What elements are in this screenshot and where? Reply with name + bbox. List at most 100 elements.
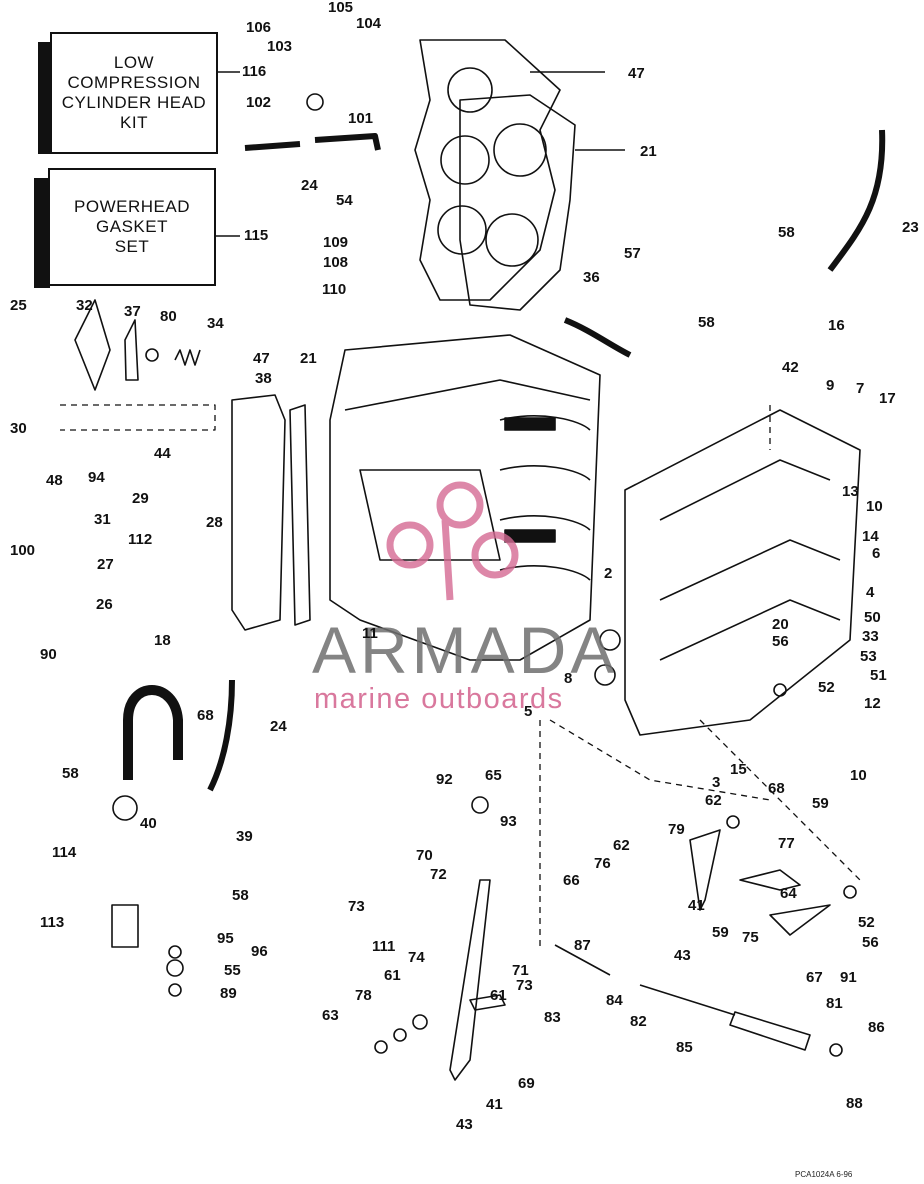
part-number-callout: 43	[456, 1116, 473, 1133]
part-number-callout: 17	[879, 390, 896, 407]
part-number-callout: 85	[676, 1039, 693, 1056]
kit-label-panel: POWERHEAD GASKET SET	[48, 168, 216, 286]
part-number-callout: 58	[778, 224, 795, 241]
part-number-callout: 4	[866, 584, 875, 601]
part-number-callout: 39	[236, 828, 253, 845]
watermark-tagline: marine outboards	[314, 683, 564, 715]
part-number-callout: 82	[630, 1013, 647, 1030]
part-number-callout: 61	[384, 967, 401, 984]
part-number-callout: 116	[242, 63, 267, 80]
part-number-callout: 58	[62, 765, 79, 782]
part-number-callout: 24	[270, 718, 287, 735]
part-number-callout: 76	[594, 855, 611, 872]
part-number-callout: 108	[323, 254, 349, 271]
part-number-callout: 84	[606, 992, 623, 1009]
part-number-callout: 63	[322, 1007, 339, 1024]
part-number-callout: 52	[818, 679, 835, 696]
part-number-callout: 14	[862, 528, 879, 545]
part-number-callout: 6	[872, 545, 881, 562]
box-shadow-side	[34, 178, 50, 288]
part-number-callout: 40	[140, 815, 157, 832]
part-number-callout: 74	[408, 949, 425, 966]
part-number-callout: 38	[255, 370, 272, 387]
part-number-callout: 56	[862, 934, 879, 951]
part-number-callout: 92	[436, 771, 453, 788]
part-number-callout: 30	[10, 420, 27, 437]
part-number-callout: 11	[362, 625, 378, 642]
part-number-callout: 10	[866, 498, 883, 515]
tower-shaft	[729, 1011, 811, 1051]
part-number-callout: 32	[76, 297, 93, 314]
part-number-callout: 61	[490, 987, 507, 1004]
part-number-callout: 110	[322, 281, 347, 298]
side-cover	[231, 394, 286, 631]
part-number-callout: 96	[251, 943, 268, 960]
part-number-callout: 58	[232, 887, 249, 904]
part-number-callout: 93	[500, 813, 517, 830]
part-number-callout: 68	[768, 780, 785, 797]
part-number-callout: 28	[206, 514, 223, 531]
part-number-callout: 48	[46, 472, 63, 489]
part-number-callout: 18	[154, 632, 171, 649]
part-number-callout: 113	[40, 914, 65, 931]
powerhead-gasket-kit-label: POWERHEAD GASKET SET	[74, 197, 190, 256]
part-number-callout: 114	[52, 844, 77, 861]
part-number-callout: 100	[10, 542, 36, 559]
part-number-callout: 43	[674, 947, 691, 964]
part-number-callout: 33	[862, 628, 879, 645]
figure-code: PCA1024A 6-96	[795, 1170, 853, 1179]
head-gasket	[459, 94, 576, 311]
part-number-callout: 105	[328, 0, 354, 16]
part-number-callout: 47	[628, 65, 645, 82]
part-number-callout: 8	[564, 670, 573, 687]
part-number-callout: 102	[246, 94, 272, 111]
part-number-callout: 24	[301, 177, 318, 194]
cylinder-head	[414, 39, 561, 301]
part-number-callout: 56	[772, 633, 789, 650]
part-number-callout: 55	[224, 962, 241, 979]
part-number-callout: 67	[806, 969, 823, 986]
part-number-callout: 101	[348, 110, 374, 127]
part-number-callout: 10	[850, 767, 867, 784]
part-number-callout: 59	[712, 924, 729, 941]
part-number-callout: 37	[124, 303, 141, 320]
low-compression-kit-box: LOW COMPRESSION CYLINDER HEAD KIT	[38, 32, 218, 154]
part-number-callout: 34	[207, 315, 224, 332]
part-number-callout: 53	[860, 648, 877, 665]
part-number-callout: 86	[868, 1019, 885, 1036]
part-number-callout: 7	[856, 380, 865, 397]
part-number-callout: 88	[846, 1095, 863, 1112]
part-number-callout: 59	[812, 795, 829, 812]
part-number-callout: 23	[902, 219, 919, 236]
part-number-callout: 87	[574, 937, 591, 954]
part-number-callout: 2	[604, 565, 613, 582]
part-number-callout: 66	[563, 872, 580, 889]
part-number-callout: 75	[742, 929, 759, 946]
part-number-callout: 73	[516, 977, 533, 994]
part-number-callout: 106	[246, 19, 272, 36]
part-number-callout: 90	[40, 646, 57, 663]
part-number-callout: 65	[485, 767, 502, 784]
part-number-callout: 3	[712, 774, 721, 791]
part-number-callout: 71	[512, 962, 529, 979]
part-number-callout: 95	[217, 930, 234, 947]
part-number-callout: 58	[698, 314, 715, 331]
part-number-callout: 41	[688, 897, 705, 914]
part-number-callout: 103	[267, 38, 293, 55]
part-number-callout: 12	[864, 695, 881, 712]
part-number-callout: 36	[583, 269, 600, 286]
side-gasket	[289, 404, 311, 626]
part-number-callout: 44	[154, 445, 171, 462]
part-number-callout: 42	[782, 359, 799, 376]
part-number-callout: 27	[97, 556, 114, 573]
part-number-callout: 109	[323, 234, 349, 251]
part-number-callout: 41	[486, 1096, 503, 1113]
part-number-callout: 9	[826, 377, 835, 394]
part-number-callout: 26	[96, 596, 113, 613]
part-number-callout: 83	[544, 1009, 561, 1026]
part-number-callout: 20	[772, 616, 789, 633]
part-number-callout: 15	[730, 761, 747, 778]
part-number-callout: 13	[842, 483, 859, 500]
part-number-callout: 79	[668, 821, 685, 838]
